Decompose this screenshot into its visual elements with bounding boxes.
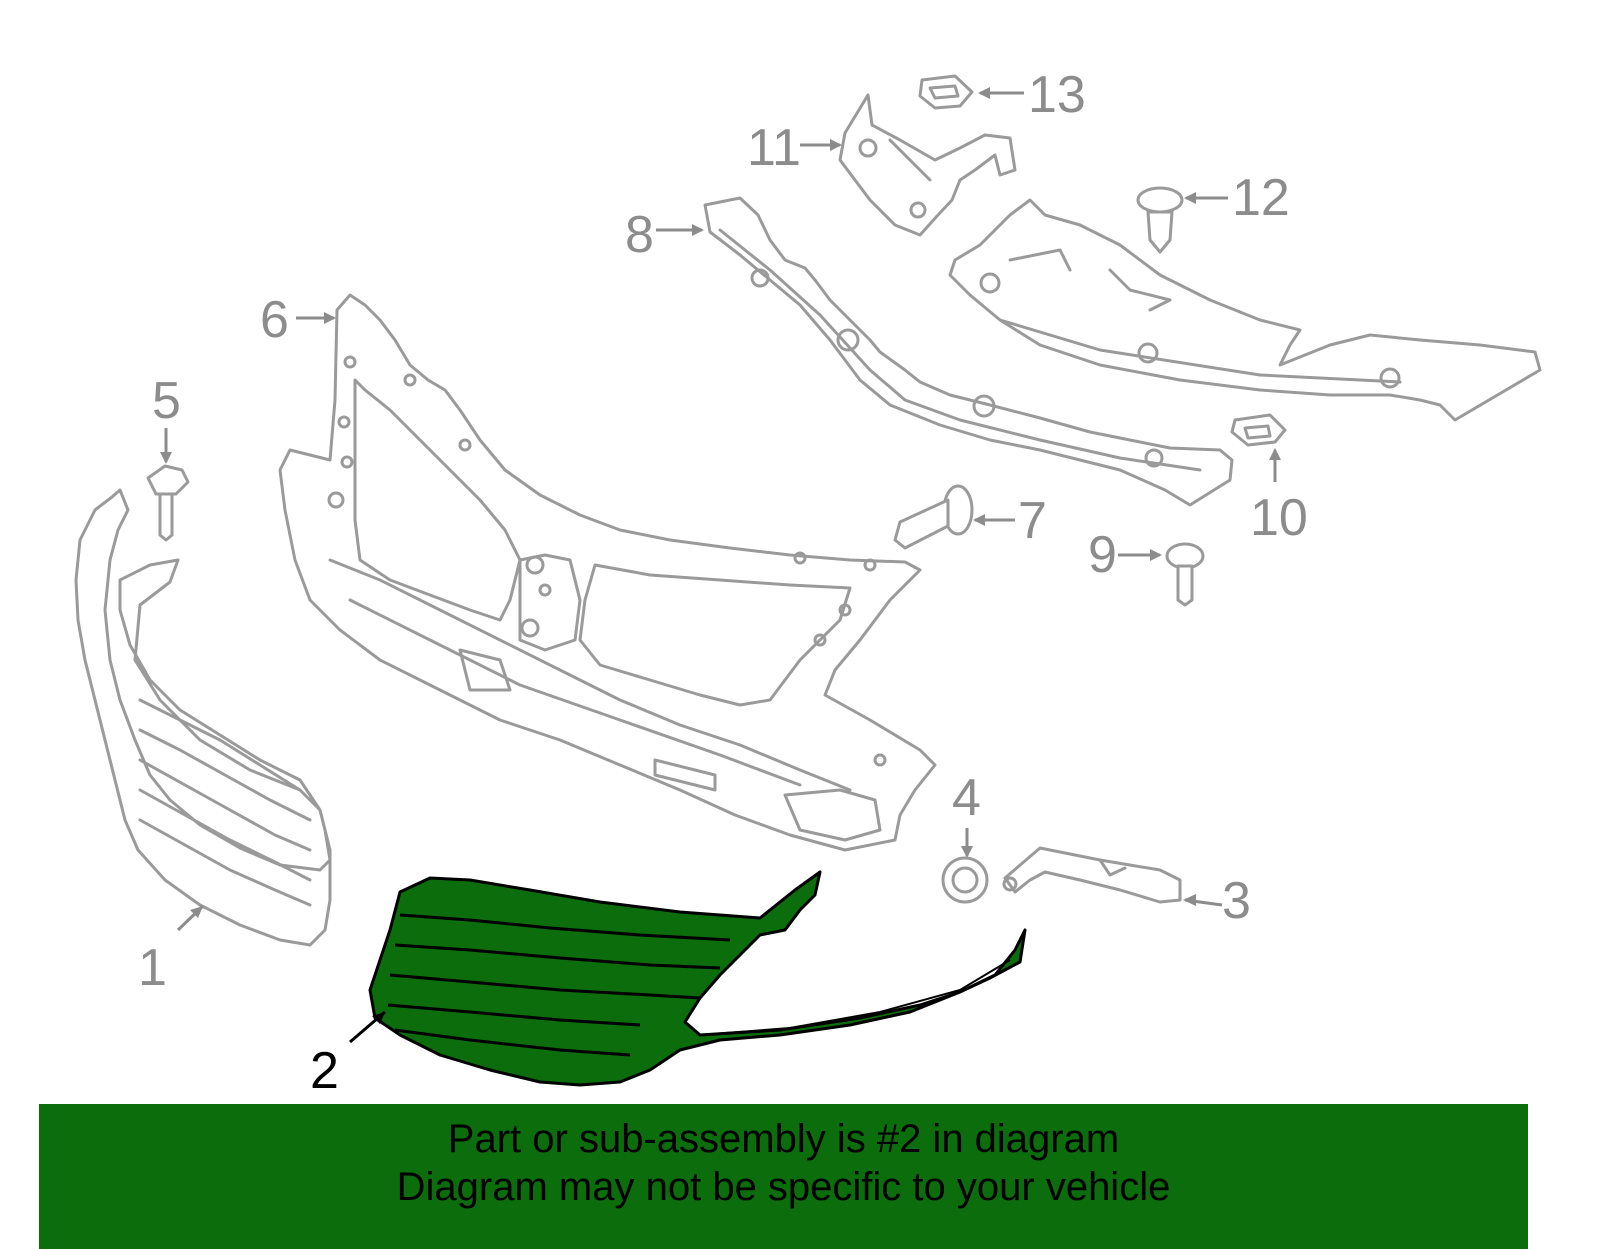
part-11-bracket [838,93,1017,237]
leader-lines [160,87,1281,1044]
callout-5: 5 [152,372,181,430]
banner-part-note: Part or sub-assembly is #2 in diagram [447,1117,1120,1161]
info-banner: Part or sub-assembly is #2 in diagram Di… [39,1104,1528,1249]
part-7-bolt [893,484,974,550]
part-13-clip [918,74,974,110]
callout-10: 10 [1250,489,1308,547]
part-10-clip [1230,413,1287,447]
radiator-cover [948,198,1542,422]
part-5-bolt [146,464,190,542]
callout-12: 12 [1232,169,1290,227]
callout-9: 9 [1088,526,1117,584]
part-3-bracket [1002,846,1182,904]
callout-7: 7 [1018,492,1047,550]
part-1-grille [74,488,332,947]
callout-8: 8 [625,206,654,264]
part-9-bolt [1165,542,1205,607]
part-12-push-pin [1136,186,1184,254]
callout-4: 4 [952,769,981,827]
callout-3: 3 [1222,872,1251,930]
callout-13: 13 [1028,66,1086,124]
part-8-tie-bar [703,196,1234,507]
banner-disclaimer: Diagram may not be specific to your vehi… [396,1165,1171,1209]
callout-1: 1 [138,939,167,997]
part-6-radiator-support [278,293,937,852]
callout-2: 2 [310,1042,339,1100]
part-4-grommet [941,856,989,904]
callout-6: 6 [260,291,289,349]
callout-11: 11 [747,119,801,177]
part-2-grille-highlighted [368,870,1027,1087]
callouts: 1 2 3 4 5 6 7 8 9 10 11 12 13 [138,66,1308,1100]
